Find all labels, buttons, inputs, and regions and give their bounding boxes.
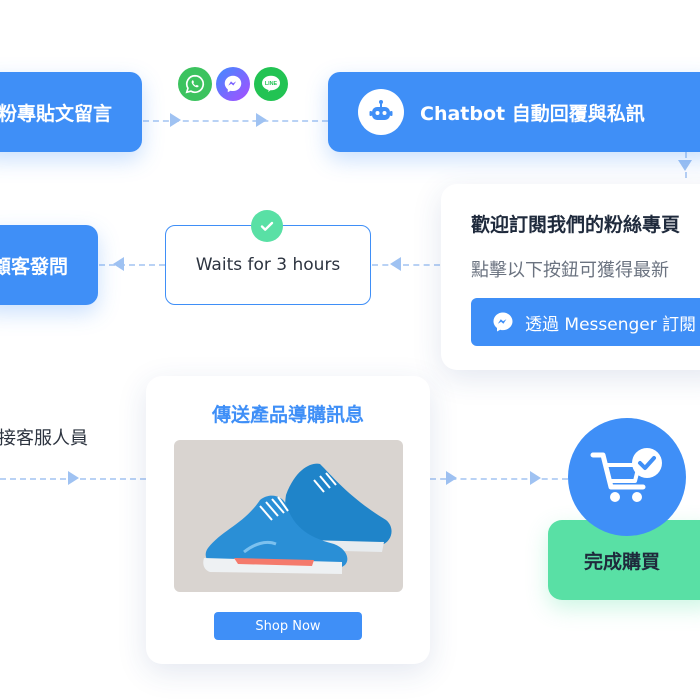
node-customer-ask-label: 顧客發問 <box>0 255 68 278</box>
check-icon <box>251 210 283 242</box>
arrow-down <box>678 160 692 171</box>
arrow-right <box>170 113 181 127</box>
node-wait-label: Waits for 3 hours <box>195 255 341 275</box>
connector-product-cart <box>430 478 568 480</box>
messenger-icon <box>216 67 250 101</box>
messenger-subscribe-label: 透過 Messenger 訂閱 <box>525 314 697 335</box>
node-transfer-agent: 轉接客服人員 <box>0 428 88 449</box>
whatsapp-icon <box>178 67 212 101</box>
line-icon: LINE <box>254 67 288 101</box>
message-card-title: 歡迎訂閱我們的粉絲專頁 <box>471 214 681 236</box>
product-message-card: 傳送產品導購訊息 Shop Now <box>146 376 430 664</box>
messenger-subscribe-button[interactable]: 透過 Messenger 訂閱 <box>471 298 700 346</box>
arrow-right <box>68 471 79 485</box>
subscribe-message-card: 歡迎訂閱我們的粉絲專頁 點擊以下按鈕可獲得最新 透過 Messenger 訂閱 <box>441 184 700 370</box>
product-image <box>174 440 403 592</box>
connector-wait-ask <box>99 264 165 266</box>
shop-now-button[interactable]: Shop Now <box>214 612 362 640</box>
connector-card-wait <box>372 264 440 266</box>
shopping-cart-check-icon <box>568 418 686 536</box>
product-card-title: 傳送產品導購訊息 <box>211 404 364 426</box>
node-complete-label: 完成購買 <box>584 550 661 573</box>
arrow-right <box>256 113 267 127</box>
node-fanpage-comment-label: 粉專貼文留言 <box>0 102 112 125</box>
node-chatbot-label: Chatbot 自動回覆與私訊 <box>420 102 645 125</box>
arrow-left <box>113 257 124 271</box>
message-card-body: 點擊以下按鈕可獲得最新 <box>471 260 669 281</box>
node-customer-ask: 顧客發問 <box>0 225 98 305</box>
shop-now-label: Shop Now <box>255 618 321 634</box>
node-chatbot-auto-reply: Chatbot 自動回覆與私訊 <box>328 72 700 152</box>
arrow-right <box>446 471 457 485</box>
arrow-left <box>390 257 401 271</box>
robot-icon <box>358 89 404 135</box>
arrow-right <box>530 471 541 485</box>
messenger-icon <box>491 310 515 334</box>
connector-comment-chatbot <box>143 120 328 122</box>
svg-text:LINE: LINE <box>265 81 278 87</box>
node-fanpage-comment: 粉專貼文留言 <box>0 72 142 152</box>
